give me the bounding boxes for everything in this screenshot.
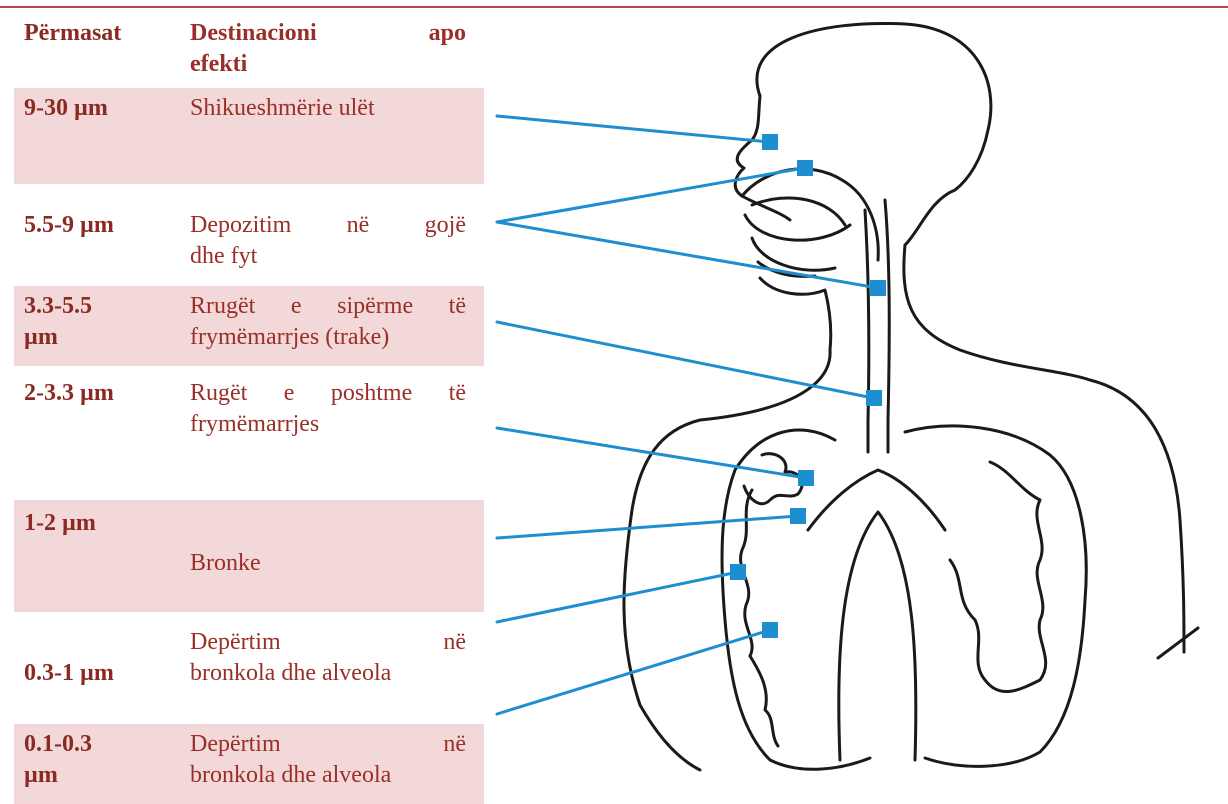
row-effect-line2: bronkola dhe alveola [190,658,466,689]
pointer-line-mouth [497,168,804,222]
table-row: 1-2 µm Bronke [14,500,484,612]
right-lung-outline [905,426,1086,766]
trachea-right [885,200,889,452]
pointer-line-bronchi [497,428,806,478]
pointer-line-lower-bronchioles [497,572,738,622]
row-size-line1: 3.3-5.5 [24,291,174,322]
row-effect-line2: frymëmarrjes (trake) [190,322,466,353]
pointer-line-nose [497,116,770,142]
row-effect-line1: Rugët e poshtme të [190,378,466,409]
marker-throat [870,280,886,296]
marker-mouth [797,160,813,176]
row-effect: Bronke [190,548,466,579]
row-size-line1: 0.1-0.3 [24,729,174,760]
header-size: Përmasat [24,18,174,49]
table-header-row: Përmasat Destinacioni apo efekti [14,12,484,84]
head-outline [757,24,991,245]
pointer-line-bronchioles [497,516,798,538]
left-lung-outline [722,430,870,769]
nasal-cavity [742,169,878,260]
shoulder-right [904,245,1184,652]
row-effect-line2: bronkola dhe alveola [190,760,466,791]
row-effect: Shikueshmërie ulët [190,93,466,124]
header-effect-line1: Destinacioni apo [190,18,466,49]
table-row: 0.1-0.3 µm Depërtim në bronkola dhe alve… [14,724,484,804]
respiratory-system-icon [494,0,1228,792]
row-size: 2-3.3 µm [24,378,174,409]
row-effect-line1: Depozitim në gojë [190,210,466,241]
row-size: 0.3-1 µm [24,658,174,689]
marker-trachea [866,390,882,406]
marker-alveoli [762,622,778,638]
row-effect-line2: frymëmarrjes [190,409,466,440]
table-row: 0.3-1 µm Depërtim në bronkola dhe alveol… [14,614,484,722]
row-effect-line1: Depërtim në [190,729,466,760]
row-size-line2: µm [24,322,174,353]
row-effect-line1: Depërtim në [190,627,466,658]
table-row: 9-30 µm Shikueshmërie ulët [14,88,484,184]
row-effect-line1: Rrugët e sipërme të [190,291,466,322]
row-size-line2: µm [24,760,174,791]
heart-arch [839,512,916,760]
table-row: 2-3.3 µm Rugët e poshtme të frymëmarrjes [14,368,484,498]
pointer-line-alveoli [497,630,770,714]
pointer-line-trachea [497,322,873,398]
table-row: 3.3-5.5 µm Rrugët e sipërme të frymëmarr… [14,286,484,366]
row-size: 9-30 µm [24,93,174,124]
marker-bronchi [798,470,814,486]
tongue-outline [745,215,850,240]
row-effect-line2: dhe fyt [190,241,466,272]
trachea-left [865,210,869,452]
row-size: 1-2 µm [24,508,174,539]
marker-lower-bronchioles [730,564,746,580]
table-row: 5.5-9 µm Depozitim në gojë dhe fyt [14,184,484,286]
header-effect-line2: efekti [190,49,466,80]
marker-bronchioles [790,508,806,524]
marker-nose [762,134,778,150]
row-size: 5.5-9 µm [24,210,174,241]
pointer-line-throat [497,222,878,288]
